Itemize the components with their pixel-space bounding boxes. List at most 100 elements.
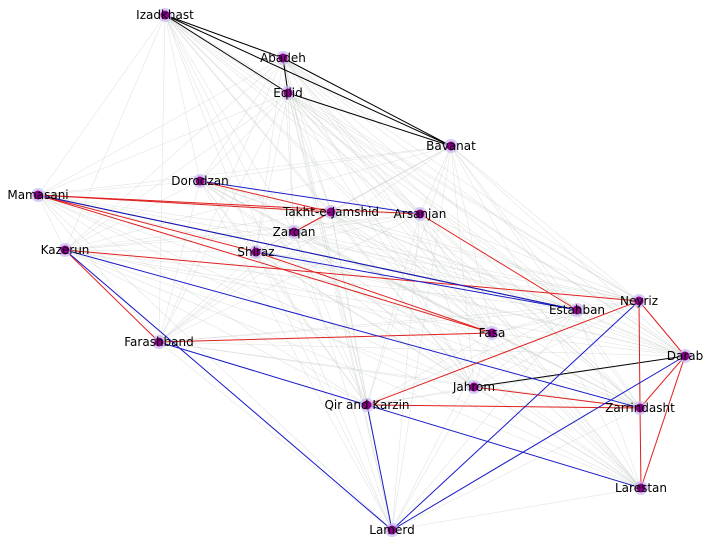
node-label: Mamasani	[7, 188, 68, 202]
faint-edge	[37, 145, 452, 196]
faint-edge	[282, 57, 640, 302]
faint-edge	[491, 309, 578, 334]
faint-edge	[282, 57, 493, 334]
faint-edge	[64, 14, 166, 251]
faint-edge	[64, 145, 452, 251]
edge-kazerun-zarrindasht	[64, 249, 641, 409]
faint-edge	[158, 341, 686, 357]
faint-edge	[450, 145, 578, 311]
node-farashband[interactable]: Farashband	[124, 335, 194, 349]
edge-jahrom-darab	[473, 355, 686, 388]
faint-edge	[158, 92, 289, 343]
node-zarrindasht[interactable]: Zarrindasht	[605, 401, 675, 415]
node-dot	[469, 382, 479, 392]
faint-edge	[255, 57, 284, 253]
faint-edge	[419, 213, 641, 409]
edge-izadkhast-bavanat	[164, 14, 452, 147]
node-label: Arsanjan	[394, 207, 447, 221]
faint-edge	[419, 213, 640, 302]
faint-edge	[64, 92, 289, 251]
faint-edge	[293, 213, 421, 233]
faint-edge	[64, 231, 295, 251]
edge-abadeh-bavanat	[282, 57, 452, 147]
faint-edge	[419, 145, 452, 215]
node-fasa[interactable]: Fasa	[479, 326, 506, 340]
faint-edge	[293, 231, 393, 531]
node-zarqan[interactable]: Zarqan	[273, 225, 316, 239]
node-label: Jahrom	[452, 380, 495, 394]
node-dot	[446, 141, 456, 151]
faint-edge	[330, 211, 475, 388]
edge-izadkhast-eqlid	[164, 14, 289, 94]
faint-edge	[37, 194, 686, 357]
node-dot	[572, 305, 582, 315]
node-dot	[635, 403, 645, 413]
node-takht-e-jamshid[interactable]: Takht-e-Jamshid	[282, 205, 379, 219]
node-eqlid[interactable]: Eqlid	[273, 86, 303, 100]
faint-edge	[282, 57, 332, 213]
faint-edge	[391, 487, 642, 531]
edge-arsanjan-estahban	[419, 213, 578, 311]
node-jahrom[interactable]: Jahrom	[452, 380, 495, 394]
node-abadeh[interactable]: Abadeh	[260, 51, 306, 65]
node-label: Darab	[667, 349, 704, 363]
node-bavanat[interactable]: Bavanat	[426, 139, 476, 153]
node-dot	[487, 328, 497, 338]
node-estahban[interactable]: Estahban	[549, 303, 605, 317]
node-label: Zarqan	[273, 225, 316, 239]
faint-edge	[164, 14, 475, 388]
faint-edge	[287, 92, 393, 531]
faint-edge	[37, 14, 166, 196]
faint-edge	[255, 251, 368, 406]
faint-edge	[473, 332, 493, 388]
edge-darab-zarrindasht	[639, 355, 686, 409]
faint-edge	[37, 57, 284, 196]
faint-edge	[158, 14, 166, 343]
faint-edge	[158, 309, 578, 343]
edge-qir-and-karzin-larestan	[366, 404, 642, 489]
edge-mamasani-fasa	[37, 194, 493, 334]
faint-edge	[164, 14, 421, 215]
faint-edge	[164, 14, 201, 182]
faint-edge	[164, 14, 642, 489]
edge-kazerun-lamerd	[64, 249, 393, 531]
faint-edge	[491, 332, 642, 489]
faint-edge	[37, 194, 368, 406]
faint-edge	[199, 180, 641, 409]
node-qir-and-karzin[interactable]: Qir and Karzin	[324, 398, 410, 412]
edge-eqlid-bavanat	[287, 92, 452, 147]
faint-edge	[37, 194, 641, 409]
node-arsanjan[interactable]: Arsanjan	[394, 207, 447, 221]
faint-edge	[64, 211, 332, 251]
faint-edge	[64, 249, 475, 388]
node-izadkhast[interactable]: Izadkhast	[136, 8, 194, 22]
faint-edge	[37, 194, 393, 531]
node-lamerd[interactable]: Lamerd	[369, 523, 415, 537]
node-larestan[interactable]: Larestan	[615, 481, 667, 495]
edge-farashband-fasa	[158, 332, 493, 343]
faint-edge	[366, 332, 493, 406]
faint-edge	[330, 211, 640, 302]
faint-edge	[391, 145, 452, 531]
node-shiraz[interactable]: Shiraz	[237, 245, 275, 259]
edge-farashband-qir-and-karzin	[158, 341, 368, 406]
node-dot	[636, 483, 646, 493]
node-kazerun[interactable]: Kazerun	[41, 243, 90, 257]
node-mamasani[interactable]: Mamasani	[7, 188, 69, 202]
node-dorodzan[interactable]: Dorodzan	[171, 174, 229, 188]
node-neyriz[interactable]: Neyriz	[620, 294, 658, 308]
faint-edge	[287, 92, 332, 213]
edge-shiraz-fasa	[255, 251, 493, 334]
node-darab[interactable]: Darab	[667, 349, 704, 363]
faint-edge	[287, 92, 640, 302]
edge-dorodzan-arsanjan	[199, 180, 421, 215]
edge-dorodzan-takht-e-jamshid	[199, 180, 332, 213]
edge-neyriz-lamerd	[391, 300, 640, 531]
faint-edge	[391, 407, 641, 531]
faint-edge	[287, 92, 421, 215]
node-label: Kazerun	[41, 243, 90, 257]
faint-edge	[37, 194, 642, 489]
faint-edge	[491, 332, 686, 357]
faint-edge	[164, 14, 578, 311]
